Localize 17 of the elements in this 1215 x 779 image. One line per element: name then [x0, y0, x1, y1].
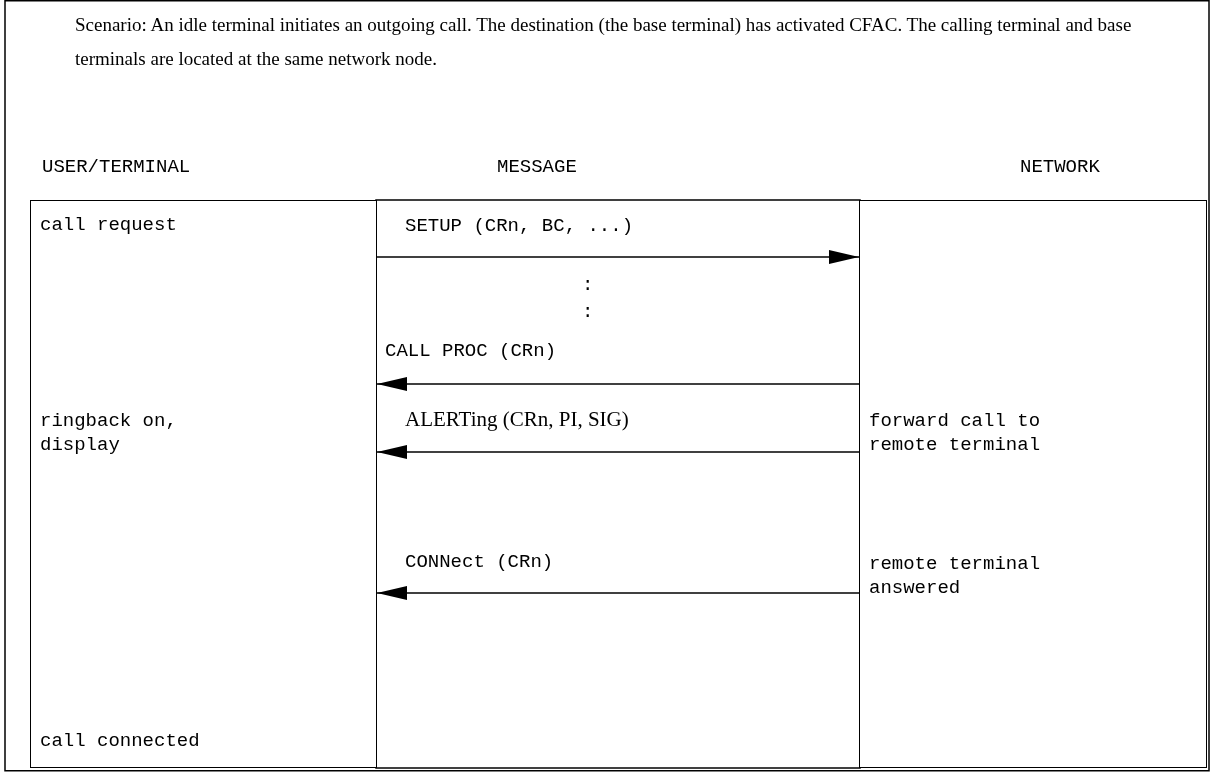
scenario-text: Scenario: An idle terminal initiates an outgoing call. The destination (the base terminal) has activated CFAC. The calling terminal and base terminals are located at the same network node.	[75, 13, 1133, 71]
column-text: forward call to remote terminal	[869, 409, 1042, 457]
network-column	[859, 200, 1207, 768]
column-text: remote terminal answered	[869, 552, 1042, 600]
message-arrow	[376, 445, 860, 459]
user-terminal-column	[30, 200, 377, 768]
column-text: call request	[40, 213, 177, 237]
continuation-dots: :	[582, 273, 594, 297]
column-header: USER/TERMINAL	[42, 155, 191, 179]
column-header: NETWORK	[1020, 155, 1100, 179]
continuation-dots: :	[582, 300, 594, 324]
column-text: ringback on, display	[40, 409, 178, 457]
message-arrow	[376, 586, 860, 600]
message-arrow	[376, 377, 860, 391]
message-arrow	[376, 250, 860, 264]
column-header: MESSAGE	[497, 155, 577, 179]
column-text: call connected	[40, 729, 200, 753]
